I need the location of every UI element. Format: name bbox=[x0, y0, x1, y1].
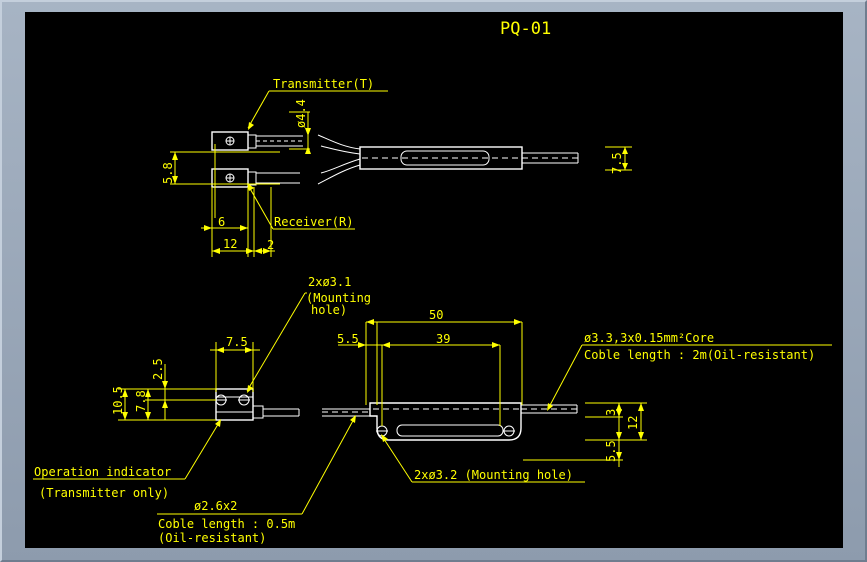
receiver-label: Receiver(R) bbox=[274, 215, 353, 229]
bottom-right-dims: 50 5.5 39 3 5.5 12 bbox=[337, 308, 647, 467]
top-cable bbox=[317, 134, 579, 185]
drawing-title: PQ-01 bbox=[500, 19, 551, 39]
dim-3: 3 bbox=[604, 409, 618, 416]
bottom-sensor-body bbox=[215, 388, 370, 421]
dim-5-8: 5.8 bbox=[161, 162, 175, 184]
dim-5-5: 5.5 bbox=[337, 332, 359, 346]
drawing-svg: PQ-01 5.8 ø4.4 bbox=[33, 19, 832, 545]
dim-12-top: 12 bbox=[223, 237, 237, 251]
dim-2-5: 2.5 bbox=[151, 358, 165, 380]
mounting-holes-top: 2xø3.1 bbox=[308, 275, 351, 289]
dim-39: 39 bbox=[436, 332, 450, 346]
top-receiver-sensor bbox=[211, 168, 300, 188]
transmitter-leader: Transmitter(T) bbox=[247, 77, 388, 130]
dim-50: 50 bbox=[429, 308, 443, 322]
dim-10-5: 10.5 bbox=[111, 386, 125, 415]
dim-5-5-b: 5.5 bbox=[604, 440, 618, 462]
cable-core-leader: ø3.3,3x0.15mm²Core Coble length : 2m(Oil… bbox=[547, 331, 832, 411]
operation-indicator-label: Operation indicator bbox=[34, 465, 171, 479]
top-cable-dim: 7.5 bbox=[605, 146, 632, 174]
dim-7-8: 7.8 bbox=[134, 390, 148, 412]
dim-2: 2 bbox=[267, 238, 274, 252]
small-cable-length: Coble length : 0.5m bbox=[158, 517, 295, 531]
small-cable-label: ø2.6x2 bbox=[194, 499, 237, 513]
receiver-leader: Receiver(R) bbox=[247, 183, 355, 230]
dim-7-5: 7.5 bbox=[226, 335, 248, 349]
bottom-left-dims: 7.5 2.5 7.8 10.5 bbox=[111, 335, 260, 421]
cad-drawing-canvas[interactable]: PQ-01 5.8 ø4.4 bbox=[25, 12, 843, 548]
bottom-sensor-mount bbox=[369, 402, 578, 441]
mounting-holes-bottom: 2xø3.2 (Mounting hole) bbox=[414, 468, 573, 482]
mounting-hole-note-1: (Mounting bbox=[306, 291, 371, 305]
dim-d4-4: ø4.4 bbox=[294, 99, 308, 128]
dim-6: 6 bbox=[218, 215, 225, 229]
top-dimensions: 5.8 ø4.4 6 12 2 bbox=[161, 99, 311, 257]
top-transmitter-sensor bbox=[211, 131, 303, 151]
mounting-hole-leader-bottom: 2xø3.2 (Mounting hole) bbox=[381, 434, 585, 483]
cable-core-label: ø3.3,3x0.15mm²Core bbox=[584, 331, 714, 345]
small-cable-leader: ø2.6x2 Coble length : 0.5m (Oil-resistan… bbox=[157, 415, 356, 545]
oil-resistant-label: (Oil-resistant) bbox=[158, 531, 266, 545]
dim-7-5-right: 7.5 bbox=[610, 152, 624, 174]
transmitter-label: Transmitter(T) bbox=[273, 77, 374, 91]
transmitter-only-label: (Transmitter only) bbox=[39, 486, 169, 500]
dim-12: 12 bbox=[626, 416, 640, 430]
operation-indicator-leader: Operation indicator (Transmitter only) bbox=[33, 419, 221, 500]
mounting-hole-leader-top: 2xø3.1 (Mounting hole) bbox=[246, 275, 371, 393]
mounting-hole-note-2: hole) bbox=[311, 303, 347, 317]
cable-length-main: Coble length : 2m(Oil-resistant) bbox=[584, 348, 815, 362]
